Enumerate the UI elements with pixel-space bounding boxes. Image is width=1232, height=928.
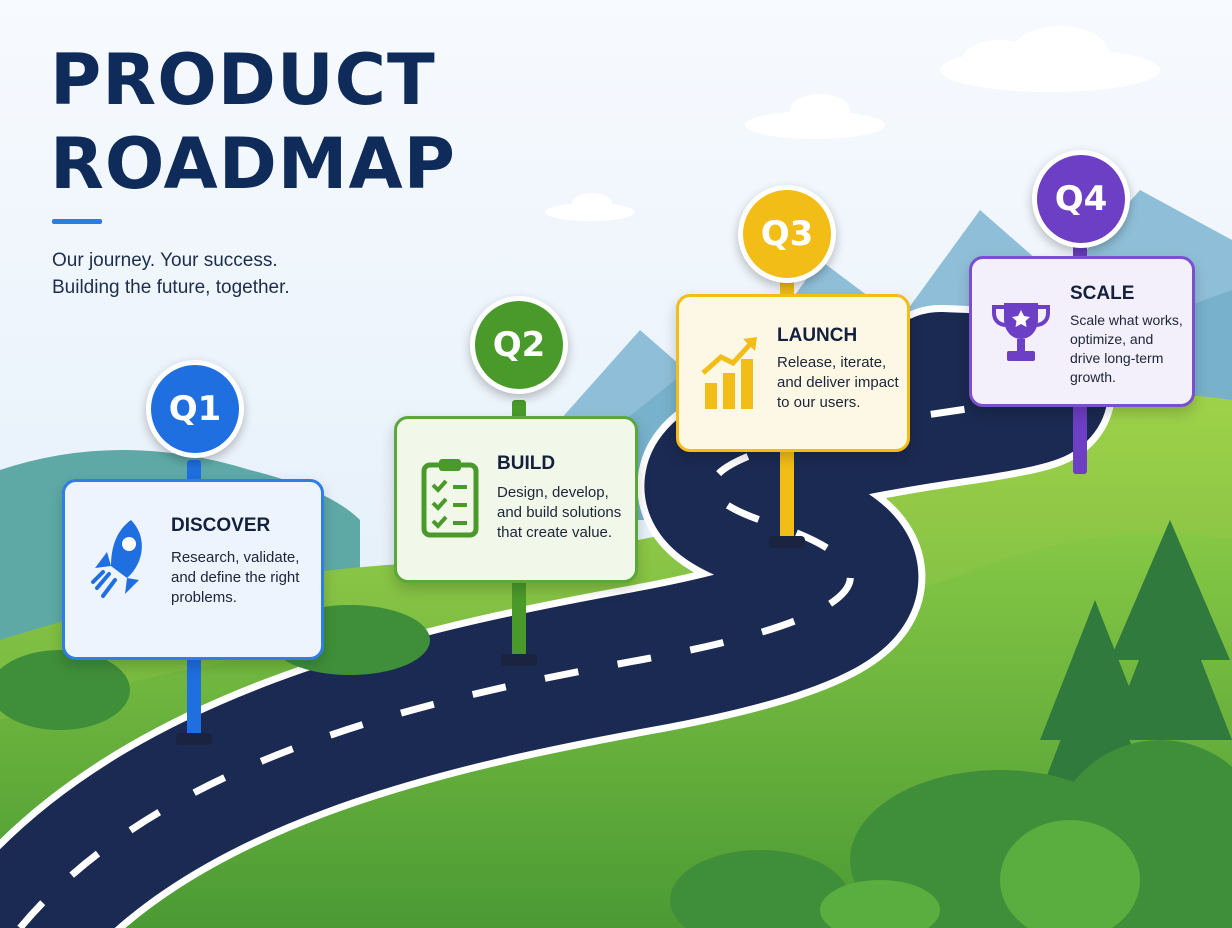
milestone-title: BUILD (497, 453, 556, 474)
road-lane-markings (17, 376, 1044, 928)
milestone-description: Design, develop, and build solutions tha… (497, 484, 622, 541)
title-line-1: PRODUCT (50, 39, 436, 121)
milestone-description: Research, validate, and define the right… (171, 549, 300, 606)
milestone-badge-q4: Q4 (1032, 150, 1130, 248)
milestone-badge-q2: Q2 (470, 296, 568, 394)
growth-chart-icon (701, 335, 763, 416)
trophy-icon (990, 299, 1052, 370)
cloud (545, 193, 635, 221)
cloud (745, 94, 885, 139)
title-underline (52, 219, 102, 224)
milestone-card-launch: LAUNCH Release, iterate, and deliver imp… (676, 294, 910, 452)
tagline-line-1: Our journey. Your success. (52, 250, 278, 271)
signpost-base (769, 536, 805, 548)
tagline: Our journey. Your success. Building the … (52, 247, 290, 301)
tagline-line-2: Building the future, together. (52, 277, 290, 298)
milestone-title: DISCOVER (171, 515, 271, 536)
cloud (940, 26, 1160, 92)
milestone-badge-q3: Q3 (738, 185, 836, 283)
title-line-2: ROADMAP (50, 123, 456, 205)
milestone-card-scale: SCALE Scale what works, optimize, and dr… (969, 256, 1195, 407)
signpost-base (501, 654, 537, 666)
milestone-badge-q1: Q1 (146, 360, 244, 458)
rocket-icon (87, 516, 151, 621)
milestone-title: SCALE (1070, 283, 1135, 304)
signpost-base (176, 733, 212, 745)
milestone-description: Release, iterate, and deliver impact to … (777, 354, 899, 411)
milestone-description: Scale what works, optimize, and drive lo… (1070, 312, 1183, 385)
clipboard-checklist-icon (419, 455, 481, 544)
pine-tree (1030, 520, 1232, 820)
milestone-title: LAUNCH (777, 325, 858, 346)
page-title: PRODUCT ROADMAP (50, 38, 456, 206)
bushes (820, 820, 1140, 928)
milestone-card-build: BUILD Design, develop, and build solutio… (394, 416, 638, 583)
milestone-card-discover: DISCOVER Research, validate, and define … (62, 479, 324, 660)
